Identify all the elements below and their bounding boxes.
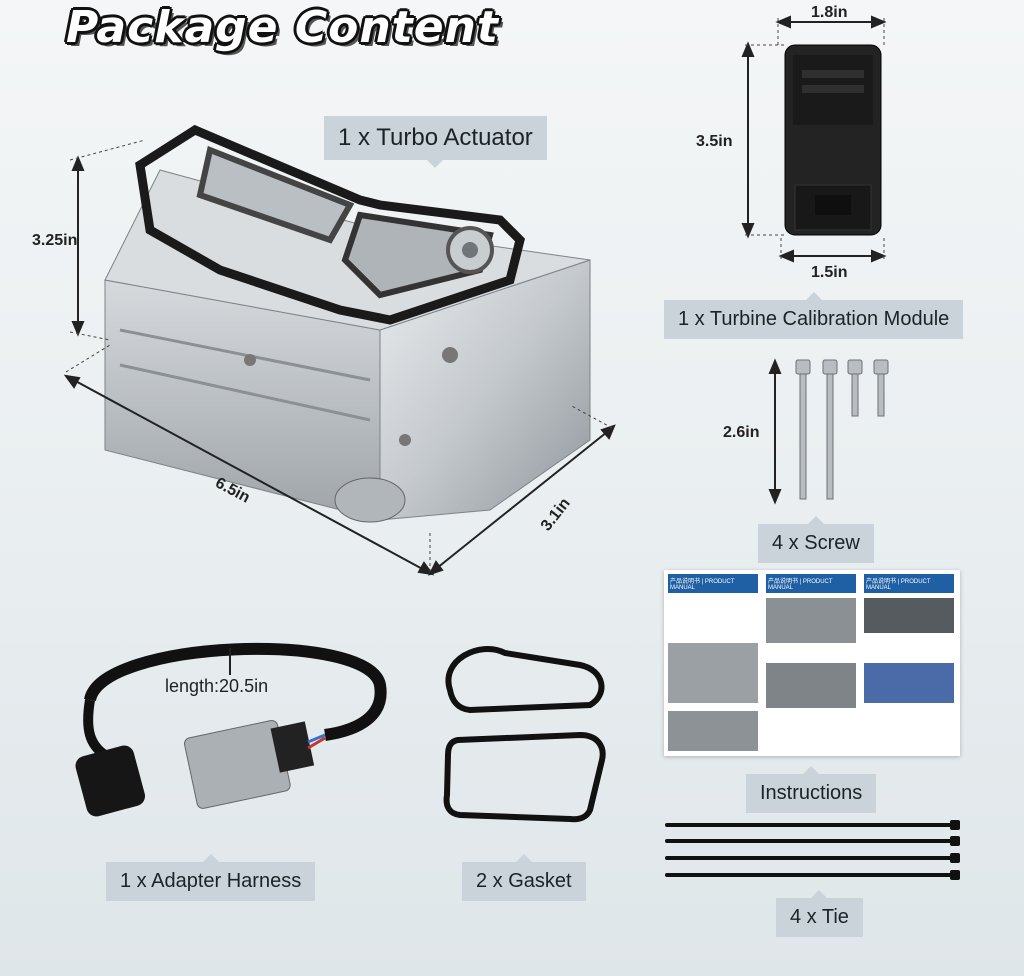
manual-header: 产品说明书 | PRODUCT MANUAL — [864, 574, 954, 593]
cable-ties-image — [665, 820, 960, 880]
manual-header: 产品说明书 | PRODUCT MANUAL — [668, 574, 758, 593]
harness-length-label: length:20.5in — [165, 676, 269, 696]
page-title: Package Content — [66, 2, 499, 53]
manual-page-2: 产品说明书 | PRODUCT MANUAL — [766, 574, 856, 752]
manual-page-1: 产品说明书 | PRODUCT MANUAL — [668, 574, 758, 752]
module-bottom-width-label: 1.5in — [811, 264, 848, 281]
screw-label: 4 x Screw — [758, 516, 874, 563]
calibration-module-image — [741, 15, 887, 263]
screws-image — [768, 358, 889, 505]
instructions-label: Instructions — [746, 766, 877, 813]
screw-length-label: 2.6in — [723, 424, 760, 441]
manual-page-3: 产品说明书 | PRODUCT MANUAL — [864, 574, 954, 752]
gaskets-image — [443, 646, 606, 823]
adapter-harness-label: 1 x Adapter Harness — [106, 854, 316, 901]
module-top-width-label: 1.8in — [811, 4, 848, 21]
gasket-label: 2 x Gasket — [462, 854, 586, 901]
instructions-manual: 产品说明书 | PRODUCT MANUAL 产品说明书 | PRODUCT M… — [664, 570, 960, 756]
adapter-harness-image — [75, 642, 387, 817]
actuator-height-label: 3.25in — [32, 232, 78, 249]
manual-header: 产品说明书 | PRODUCT MANUAL — [766, 574, 856, 593]
tie-label: 4 x Tie — [776, 890, 863, 937]
turbo-actuator-label: 1 x Turbo Actuator — [324, 116, 547, 168]
turbo-actuator-image — [104, 124, 591, 523]
module-height-label: 3.5in — [696, 133, 733, 150]
calibration-module-label: 1 x Turbine Calibration Module — [664, 292, 964, 339]
